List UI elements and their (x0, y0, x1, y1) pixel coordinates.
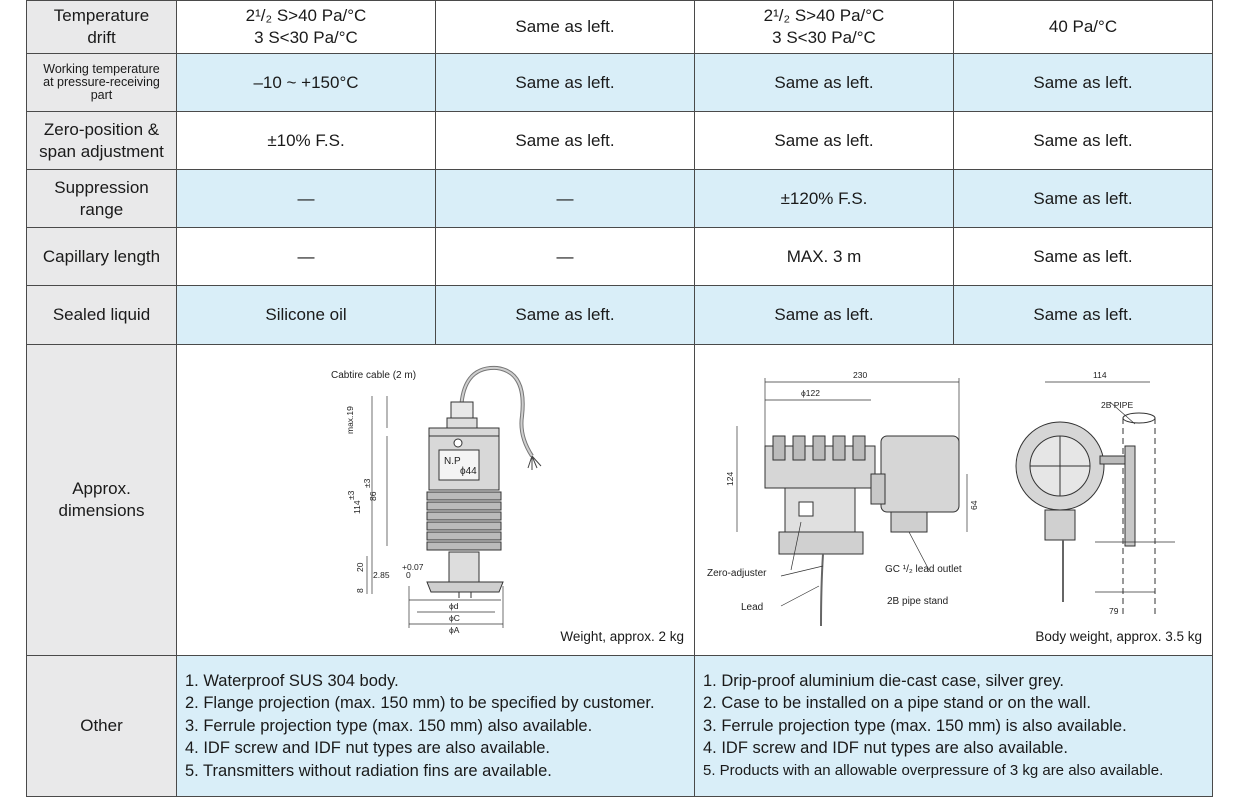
list-item: 2. Flange projection (max. 150 mm) to be… (185, 694, 655, 713)
svg-text:79: 79 (1109, 606, 1119, 616)
suppression-col1: — (176, 169, 436, 228)
row-other: Other 1. Waterproof SUS 304 body. 2. Fla… (26, 655, 1213, 797)
label-working-temperature: Working temperature at pressure-receivin… (26, 53, 177, 112)
svg-text:124: 124 (725, 471, 735, 485)
row-dimensions: Approx. dimensions (26, 344, 1213, 656)
label-zero-span: Zero-position & span adjustment (26, 111, 177, 170)
sealed-col1: Silicone oil (176, 285, 436, 345)
zero-span-col2: Same as left. (435, 111, 695, 170)
working-temp-col4: Same as left. (953, 53, 1213, 112)
label-dimensions: Approx. dimensions (26, 344, 177, 656)
svg-text:+0.07: +0.07 (402, 562, 424, 572)
sealed-col3: Same as left. (694, 285, 954, 345)
capillary-col2: — (435, 227, 695, 286)
suppression-col2: — (435, 169, 695, 228)
weight-note-right: Body weight, approx. 3.5 kg (1035, 629, 1202, 644)
svg-text:Cabtire cable (2 m): Cabtire cable (2 m) (331, 370, 416, 381)
label-temperature-drift: Temperature drift (26, 0, 177, 54)
svg-text:64: 64 (969, 500, 979, 510)
row-zero-span: Zero-position & span adjustment ±10% F.S… (26, 111, 1213, 170)
list-item: 5. Transmitters without radiation fins a… (185, 761, 552, 780)
working-temp-col1: –10 ~ +150°C (176, 53, 436, 112)
temp-drift-col4: 40 Pa/°C (953, 0, 1213, 54)
svg-text:8: 8 (355, 588, 365, 593)
transmitter-case-drawing: 230 ϕ122 124 64 Zero-adjuster Lead GC ¹/… (707, 370, 1175, 626)
dimensions-right-drawing: 230 ϕ122 124 64 Zero-adjuster Lead GC ¹/… (694, 344, 1213, 656)
other-right-list: 1. Drip-proof aluminium die-cast case, s… (694, 655, 1213, 797)
list-item: 3. Ferrule projection type (max. 150 mm)… (703, 716, 1127, 735)
dimensions-left-drawing: Cabtire cable (2 m) max.19 N.P ϕ44 86 ±3… (176, 344, 695, 656)
row-sealed-liquid: Sealed liquid Silicone oil Same as left.… (26, 285, 1213, 345)
temp-drift-col1: 2¹/₂ S>40 Pa/°C 3 S<30 Pa/°C (176, 0, 436, 54)
temp-drift-col3: 2¹/₂ S>40 Pa/°C 3 S<30 Pa/°C (694, 0, 954, 54)
working-temp-col2: Same as left. (435, 53, 695, 112)
label-other: Other (26, 655, 177, 797)
list-item: 1. Waterproof SUS 304 body. (185, 671, 399, 690)
zero-span-col4: Same as left. (953, 111, 1213, 170)
working-temp-col3: Same as left. (694, 53, 954, 112)
sealed-col2: Same as left. (435, 285, 695, 345)
other-left-list: 1. Waterproof SUS 304 body. 2. Flange pr… (176, 655, 695, 797)
row-capillary: Capillary length — — MAX. 3 m Same as le… (26, 227, 1213, 286)
svg-text:2B pipe stand: 2B pipe stand (887, 596, 948, 607)
list-item: 3. Ferrule projection type (max. 150 mm)… (185, 716, 593, 735)
list-item: 5. Products with an allowable overpressu… (703, 761, 1164, 779)
svg-text:20: 20 (355, 562, 365, 572)
list-item: 1. Drip-proof aluminium die-cast case, s… (703, 671, 1064, 690)
label-sealed-liquid: Sealed liquid (26, 285, 177, 345)
svg-text:114: 114 (1093, 370, 1107, 380)
capillary-col1: — (176, 227, 436, 286)
svg-text:ϕ44: ϕ44 (460, 466, 477, 477)
row-working-temperature: Working temperature at pressure-receivin… (26, 53, 1213, 112)
svg-text:2B PIPE: 2B PIPE (1101, 400, 1133, 410)
spec-table: Temperature drift 2¹/₂ S>40 Pa/°C 3 S<30… (26, 0, 1213, 797)
svg-text:230: 230 (853, 370, 867, 380)
svg-text:N.P: N.P (444, 456, 461, 467)
zero-span-col1: ±10% F.S. (176, 111, 436, 170)
zero-span-col3: Same as left. (694, 111, 954, 170)
suppression-col3: ±120% F.S. (694, 169, 954, 228)
svg-text:ϕA: ϕA (449, 625, 460, 635)
capillary-col3: MAX. 3 m (694, 227, 954, 286)
svg-text:ϕ122: ϕ122 (801, 388, 820, 398)
weight-note-left: Weight, approx. 2 kg (560, 629, 684, 644)
capillary-col4: Same as left. (953, 227, 1213, 286)
svg-text:114: 114 (352, 500, 362, 514)
row-temperature-drift: Temperature drift 2¹/₂ S>40 Pa/°C 3 S<30… (26, 0, 1213, 54)
svg-text:max.19: max.19 (345, 405, 355, 433)
list-item: 4. IDF screw and IDF nut types are also … (185, 739, 550, 758)
svg-text:Zero-adjuster: Zero-adjuster (707, 568, 767, 579)
label-capillary: Capillary length (26, 227, 177, 286)
temp-drift-col2: Same as left. (435, 0, 695, 54)
svg-text:±3: ±3 (362, 478, 372, 488)
sealed-col4: Same as left. (953, 285, 1213, 345)
svg-text:±3: ±3 (346, 490, 356, 500)
svg-text:0: 0 (406, 570, 411, 580)
svg-text:2.85: 2.85 (373, 570, 390, 580)
svg-text:GC ¹/₂ lead outlet: GC ¹/₂ lead outlet (885, 564, 962, 575)
svg-text:86: 86 (368, 491, 378, 501)
list-item: 2. Case to be installed on a pipe stand … (703, 694, 1091, 713)
suppression-col4: Same as left. (953, 169, 1213, 228)
svg-text:Lead: Lead (741, 602, 763, 613)
row-suppression: Suppression range — — ±120% F.S. Same as… (26, 169, 1213, 228)
svg-text:ϕd: ϕd (449, 601, 459, 611)
label-suppression: Suppression range (26, 169, 177, 228)
svg-text:ϕC: ϕC (449, 613, 460, 623)
list-item: 4. IDF screw and IDF nut types are also … (703, 739, 1068, 758)
level-transmitter-drawing: Cabtire cable (2 m) max.19 N.P ϕ44 86 ±3… (331, 365, 542, 635)
